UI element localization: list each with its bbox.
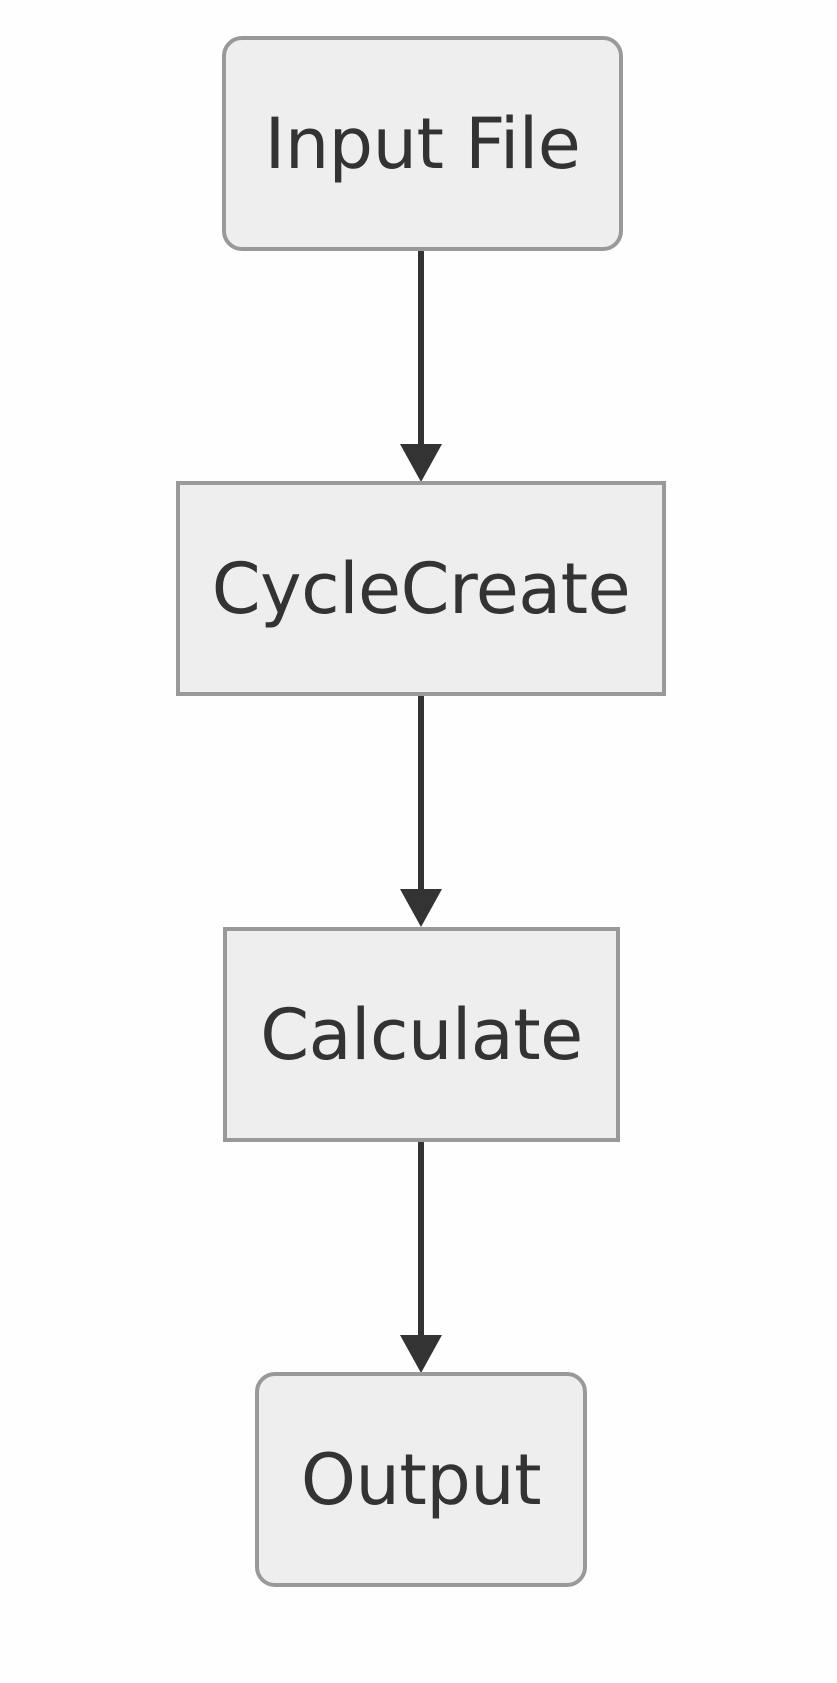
edge-calculate-to-output — [400, 1142, 442, 1373]
node-label: Input File — [264, 102, 581, 185]
node-label: Output — [300, 1438, 542, 1521]
edge-input-file-to-cyclecreate — [400, 251, 442, 482]
edge-cyclecreate-to-calculate — [400, 696, 442, 927]
arrowhead-icon — [400, 889, 442, 927]
node-input-file[interactable]: Input File — [222, 36, 623, 251]
node-cyclecreate[interactable]: CycleCreate — [176, 481, 666, 696]
node-output[interactable]: Output — [255, 1372, 587, 1587]
arrowhead-icon — [400, 444, 442, 482]
arrowhead-icon — [400, 1335, 442, 1373]
node-label: Calculate — [260, 993, 583, 1076]
node-calculate[interactable]: Calculate — [223, 927, 620, 1142]
node-label: CycleCreate — [211, 547, 631, 630]
